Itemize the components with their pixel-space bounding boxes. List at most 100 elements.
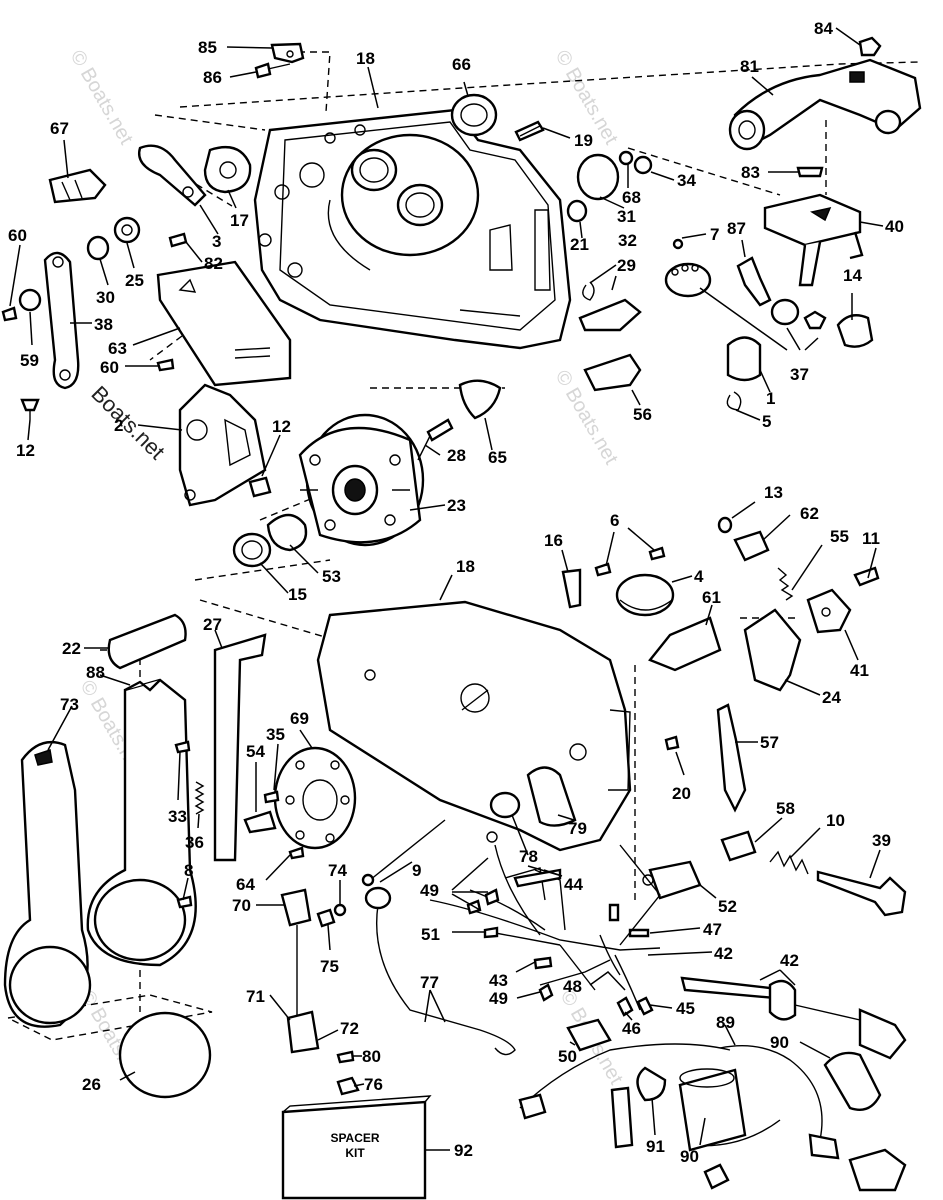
callout-67: 67 <box>50 119 69 138</box>
bushing-15 <box>232 532 272 568</box>
callout-50: 50 <box>558 1047 577 1066</box>
callout-42-right: 42 <box>780 951 799 970</box>
screw-6-a <box>594 562 612 577</box>
screw-60-upper <box>1 306 18 322</box>
callout-34: 34 <box>677 171 696 190</box>
pin-13 <box>717 516 733 534</box>
callout-41: 41 <box>850 661 869 680</box>
washer-25 <box>113 216 141 244</box>
washer-59 <box>18 288 42 312</box>
callout-58: 58 <box>776 799 795 818</box>
callout-60-lower: 60 <box>100 358 119 377</box>
callout-90-upper: 90 <box>770 1033 789 1052</box>
nut-37 <box>770 298 800 326</box>
callout-32: 32 <box>618 231 637 250</box>
bracket-70 <box>280 888 312 927</box>
callout-33: 33 <box>168 807 187 826</box>
callout-60-upper: 60 <box>8 226 27 245</box>
screw-83 <box>796 166 824 178</box>
spring-10 <box>769 850 809 875</box>
callout-38: 38 <box>94 315 113 334</box>
callout-56: 56 <box>633 405 652 424</box>
callout-8: 8 <box>184 861 193 880</box>
callout-85: 85 <box>198 38 217 57</box>
link-3 <box>138 144 207 207</box>
screw-7 <box>672 238 684 250</box>
callout-5: 5 <box>762 412 771 431</box>
callout-14: 14 <box>843 266 862 285</box>
callout-79: 79 <box>568 819 587 838</box>
callout-64: 64 <box>236 875 255 894</box>
callout-35: 35 <box>266 725 285 744</box>
callout-37: 37 <box>790 365 809 384</box>
bushing-66 <box>450 93 498 137</box>
screw-35 <box>263 790 280 804</box>
screw-20 <box>664 735 680 751</box>
watermark-side-boats-net: Boats.net <box>86 381 169 464</box>
connector-71 <box>286 1010 320 1054</box>
disc-31 <box>576 153 620 201</box>
callout-25: 25 <box>125 271 144 290</box>
screw-82 <box>168 232 188 248</box>
switch-4 <box>615 573 675 617</box>
ignition-switch <box>664 262 712 298</box>
callout-54: 54 <box>246 742 265 761</box>
callout-90-lower: 90 <box>680 1147 699 1166</box>
callout-83: 83 <box>741 163 760 182</box>
callout-86: 86 <box>203 68 222 87</box>
callout-81: 81 <box>740 57 759 76</box>
callout-42-mid: 42 <box>714 944 733 963</box>
callout-2: 2 <box>114 416 123 435</box>
callout-31: 31 <box>617 207 636 226</box>
callout-39: 39 <box>872 831 891 850</box>
plunger-39 <box>816 870 907 917</box>
spring-55 <box>777 567 794 601</box>
handle-73 <box>3 740 92 1028</box>
clamp-91 <box>636 1066 667 1102</box>
sleeve-1 <box>726 336 762 382</box>
callout-49-lower: 49 <box>489 989 508 1008</box>
callout-66: 66 <box>452 55 471 74</box>
callout-21: 21 <box>570 235 589 254</box>
callout-labels: 85 86 18 66 84 81 67 19 34 68 83 17 3 31… <box>8 19 904 1166</box>
callout-76: 76 <box>364 1075 383 1094</box>
washer-68 <box>618 150 634 166</box>
callout-26: 26 <box>82 1075 101 1094</box>
pin-12-right <box>248 476 272 498</box>
callout-4: 4 <box>694 567 704 586</box>
callout-43: 43 <box>489 971 508 990</box>
callout-1: 1 <box>766 389 775 408</box>
screw-64 <box>288 846 305 860</box>
bracket-16 <box>561 568 582 609</box>
screw-11 <box>853 566 880 587</box>
callout-18-lower: 18 <box>456 557 475 576</box>
connector-42 <box>768 979 797 1021</box>
cable-89 <box>519 1043 731 1109</box>
callout-84: 84 <box>814 19 833 38</box>
callout-46: 46 <box>622 1019 641 1038</box>
screw-80 <box>336 1050 355 1064</box>
grommet-79 <box>526 766 577 827</box>
callout-28: 28 <box>447 446 466 465</box>
callout-77: 77 <box>420 973 439 992</box>
bracket-24 <box>743 608 802 692</box>
callout-73: 73 <box>60 695 79 714</box>
screw-74 <box>333 903 347 917</box>
callout-78: 78 <box>519 847 538 866</box>
lever-arm-81 <box>728 58 922 151</box>
callout-89: 89 <box>716 1013 735 1032</box>
callout-27: 27 <box>203 615 222 634</box>
callout-12-right: 12 <box>272 417 291 436</box>
slider-27 <box>213 633 267 862</box>
lever-38 <box>43 251 80 390</box>
callout-49-upper: 49 <box>420 881 439 900</box>
decal-plate-63 <box>156 260 292 387</box>
screw-33 <box>174 740 191 754</box>
lower-housing-18 <box>316 600 632 852</box>
detent-plate-2 <box>178 383 267 507</box>
callout-80: 80 <box>362 1047 381 1066</box>
watermark-top-left: © Boats.net <box>66 47 138 149</box>
callout-68: 68 <box>622 188 641 207</box>
callout-19: 19 <box>574 131 593 150</box>
rod-9 <box>369 819 446 881</box>
